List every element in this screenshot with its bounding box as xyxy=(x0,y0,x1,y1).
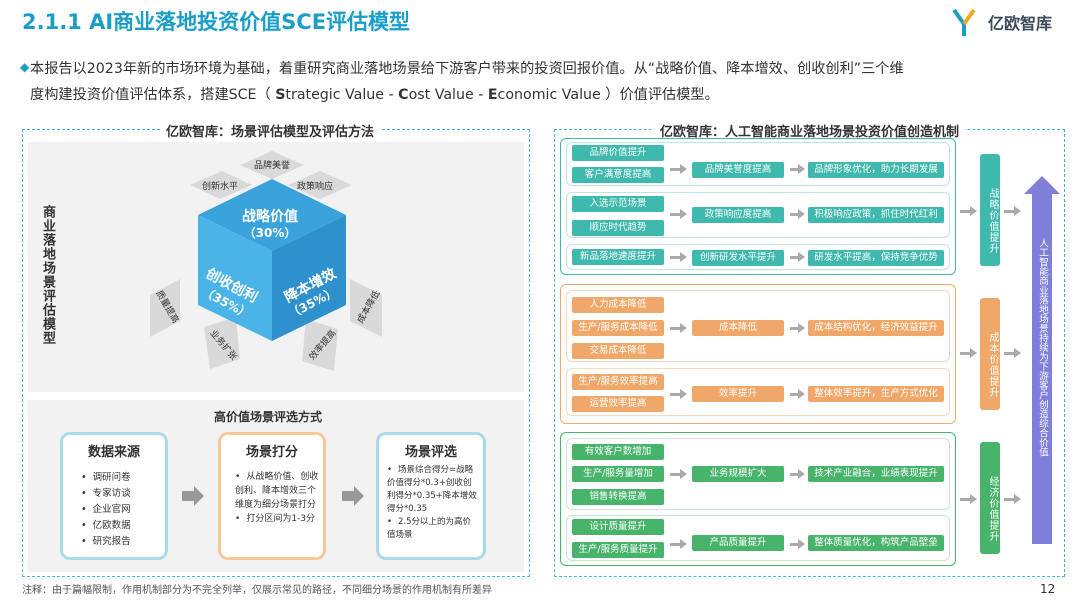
arrow-right-icon xyxy=(342,486,364,506)
c-in-1: 人力成本降低 xyxy=(572,297,664,313)
e-out-2: 整体质量优化，构筑产品壁垒 xyxy=(808,535,944,551)
arrow-up-icon xyxy=(1024,176,1060,544)
box-data-source: 数据来源 调研问卷 专家访谈 企业官网 亿欧数据 研究报告 xyxy=(60,432,168,560)
face-strategic-pct: （30%） xyxy=(243,226,297,240)
sce-cube-diagram xyxy=(150,151,382,371)
e-in-5: 生产/服务质量提升 xyxy=(572,542,664,558)
footnote: 注释：由于篇幅限制，作用机制部分为不完全列举，仅展示常见的路径，不同细分场景的作… xyxy=(22,585,492,596)
e-out-1: 技术产业融合，业绩表现提升 xyxy=(808,466,944,482)
box-scoring: 场景打分 从战略价值、创收创利、降本增效三个维度为细分场景打分 打分区间为1-3… xyxy=(218,432,326,560)
e-in-1: 有效客户数增加 xyxy=(572,444,664,460)
c-mid-2: 效率提升 xyxy=(692,386,784,402)
side-strategic: 战略价值提升 xyxy=(980,154,1000,266)
e-mid-1: 业务规模扩大 xyxy=(692,466,784,482)
method-title: 高价值场景评选方式 xyxy=(214,410,323,424)
diamond-bullet-icon: ◆ xyxy=(20,60,30,74)
face-strategic-label: 战略价值 xyxy=(242,209,298,225)
s-mid-1: 品牌美誉度提高 xyxy=(692,162,784,178)
e-mid-2: 产品质量提升 xyxy=(692,535,784,551)
s-out-3: 研发水平提高，保持竞争优势 xyxy=(808,250,944,266)
c-out-2: 整体效率提升，生产方式优化 xyxy=(808,386,944,402)
s-in-2: 客户满意度提高 xyxy=(572,167,664,183)
yiou-logo-icon xyxy=(952,8,976,36)
logo-text: 亿欧智库 xyxy=(988,14,1053,33)
intro-paragraph: 本报告以2023年新的市场环境为基础，着重研究商业落地场景给下游客户带来的投资回… xyxy=(30,56,1060,108)
card-brand: 品牌美誉 xyxy=(254,161,291,171)
s-out-1: 品牌形象优化，助力长期发展 xyxy=(808,162,944,178)
e-in-4: 设计质量提升 xyxy=(572,519,664,535)
box-selection: 场景评选 场景综合得分=战略价值得分*0.3+创收创利得分*0.35+降本增效得… xyxy=(376,432,486,560)
page-number: 12 xyxy=(1040,582,1056,596)
e-in-2: 生产/服务量增加 xyxy=(572,466,664,482)
side-cost: 成本价值提升 xyxy=(980,298,1000,410)
card-policy: 政策响应 xyxy=(297,182,334,192)
s-in-1: 品牌价值提升 xyxy=(572,145,664,161)
s-in-4: 顺应时代趋势 xyxy=(572,220,664,236)
side-economic: 经济价值提升 xyxy=(980,442,1000,554)
left-panel-title: 亿欧智库：场景评估模型及评估方法 xyxy=(160,121,381,140)
c-mid-1: 成本降低 xyxy=(692,320,784,336)
model-vertical-label: 商业落地场景评估模型 xyxy=(40,205,55,345)
s-mid-2: 政策响应度提高 xyxy=(692,207,784,223)
intro-line-1: 本报告以2023年新的市场环境为基础，着重研究商业落地场景给下游客户带来的投资回… xyxy=(30,61,904,77)
arrow-right-icon xyxy=(182,486,204,506)
card-innovation: 创新水平 xyxy=(202,182,239,192)
e-in-3: 销售转换提高 xyxy=(572,489,664,505)
c-in-4: 生产/服务效率提高 xyxy=(572,374,664,390)
c-out-1: 成本结构优化，经济效益提升 xyxy=(808,320,944,336)
c-in-2: 生产/服务成本降低 xyxy=(572,320,664,336)
s-out-2: 积极响应政策，抓住时代红利 xyxy=(808,207,944,223)
intro-line-2: 度构建投资价值评估体系，搭建SCE（ Strategic Value - Cos… xyxy=(30,87,719,103)
c-in-5: 运营效率提高 xyxy=(572,396,664,412)
right-panel-title: 亿欧智库：人工智能商业落地场景投资价值创造机制 xyxy=(654,121,966,140)
s-mid-3: 创新研发水平提升 xyxy=(692,250,784,266)
s-in-3: 入选示范场景 xyxy=(572,196,664,212)
s-in-5: 新品落地速度提升 xyxy=(572,249,664,265)
c-in-3: 交易成本降低 xyxy=(572,343,664,359)
final-value-label: 人工智能商业落地场景持续为下游客户创造综合价值 xyxy=(1037,238,1048,457)
page-title: 2.1.1 AI商业落地投资价值SCE评估模型 xyxy=(22,10,411,34)
